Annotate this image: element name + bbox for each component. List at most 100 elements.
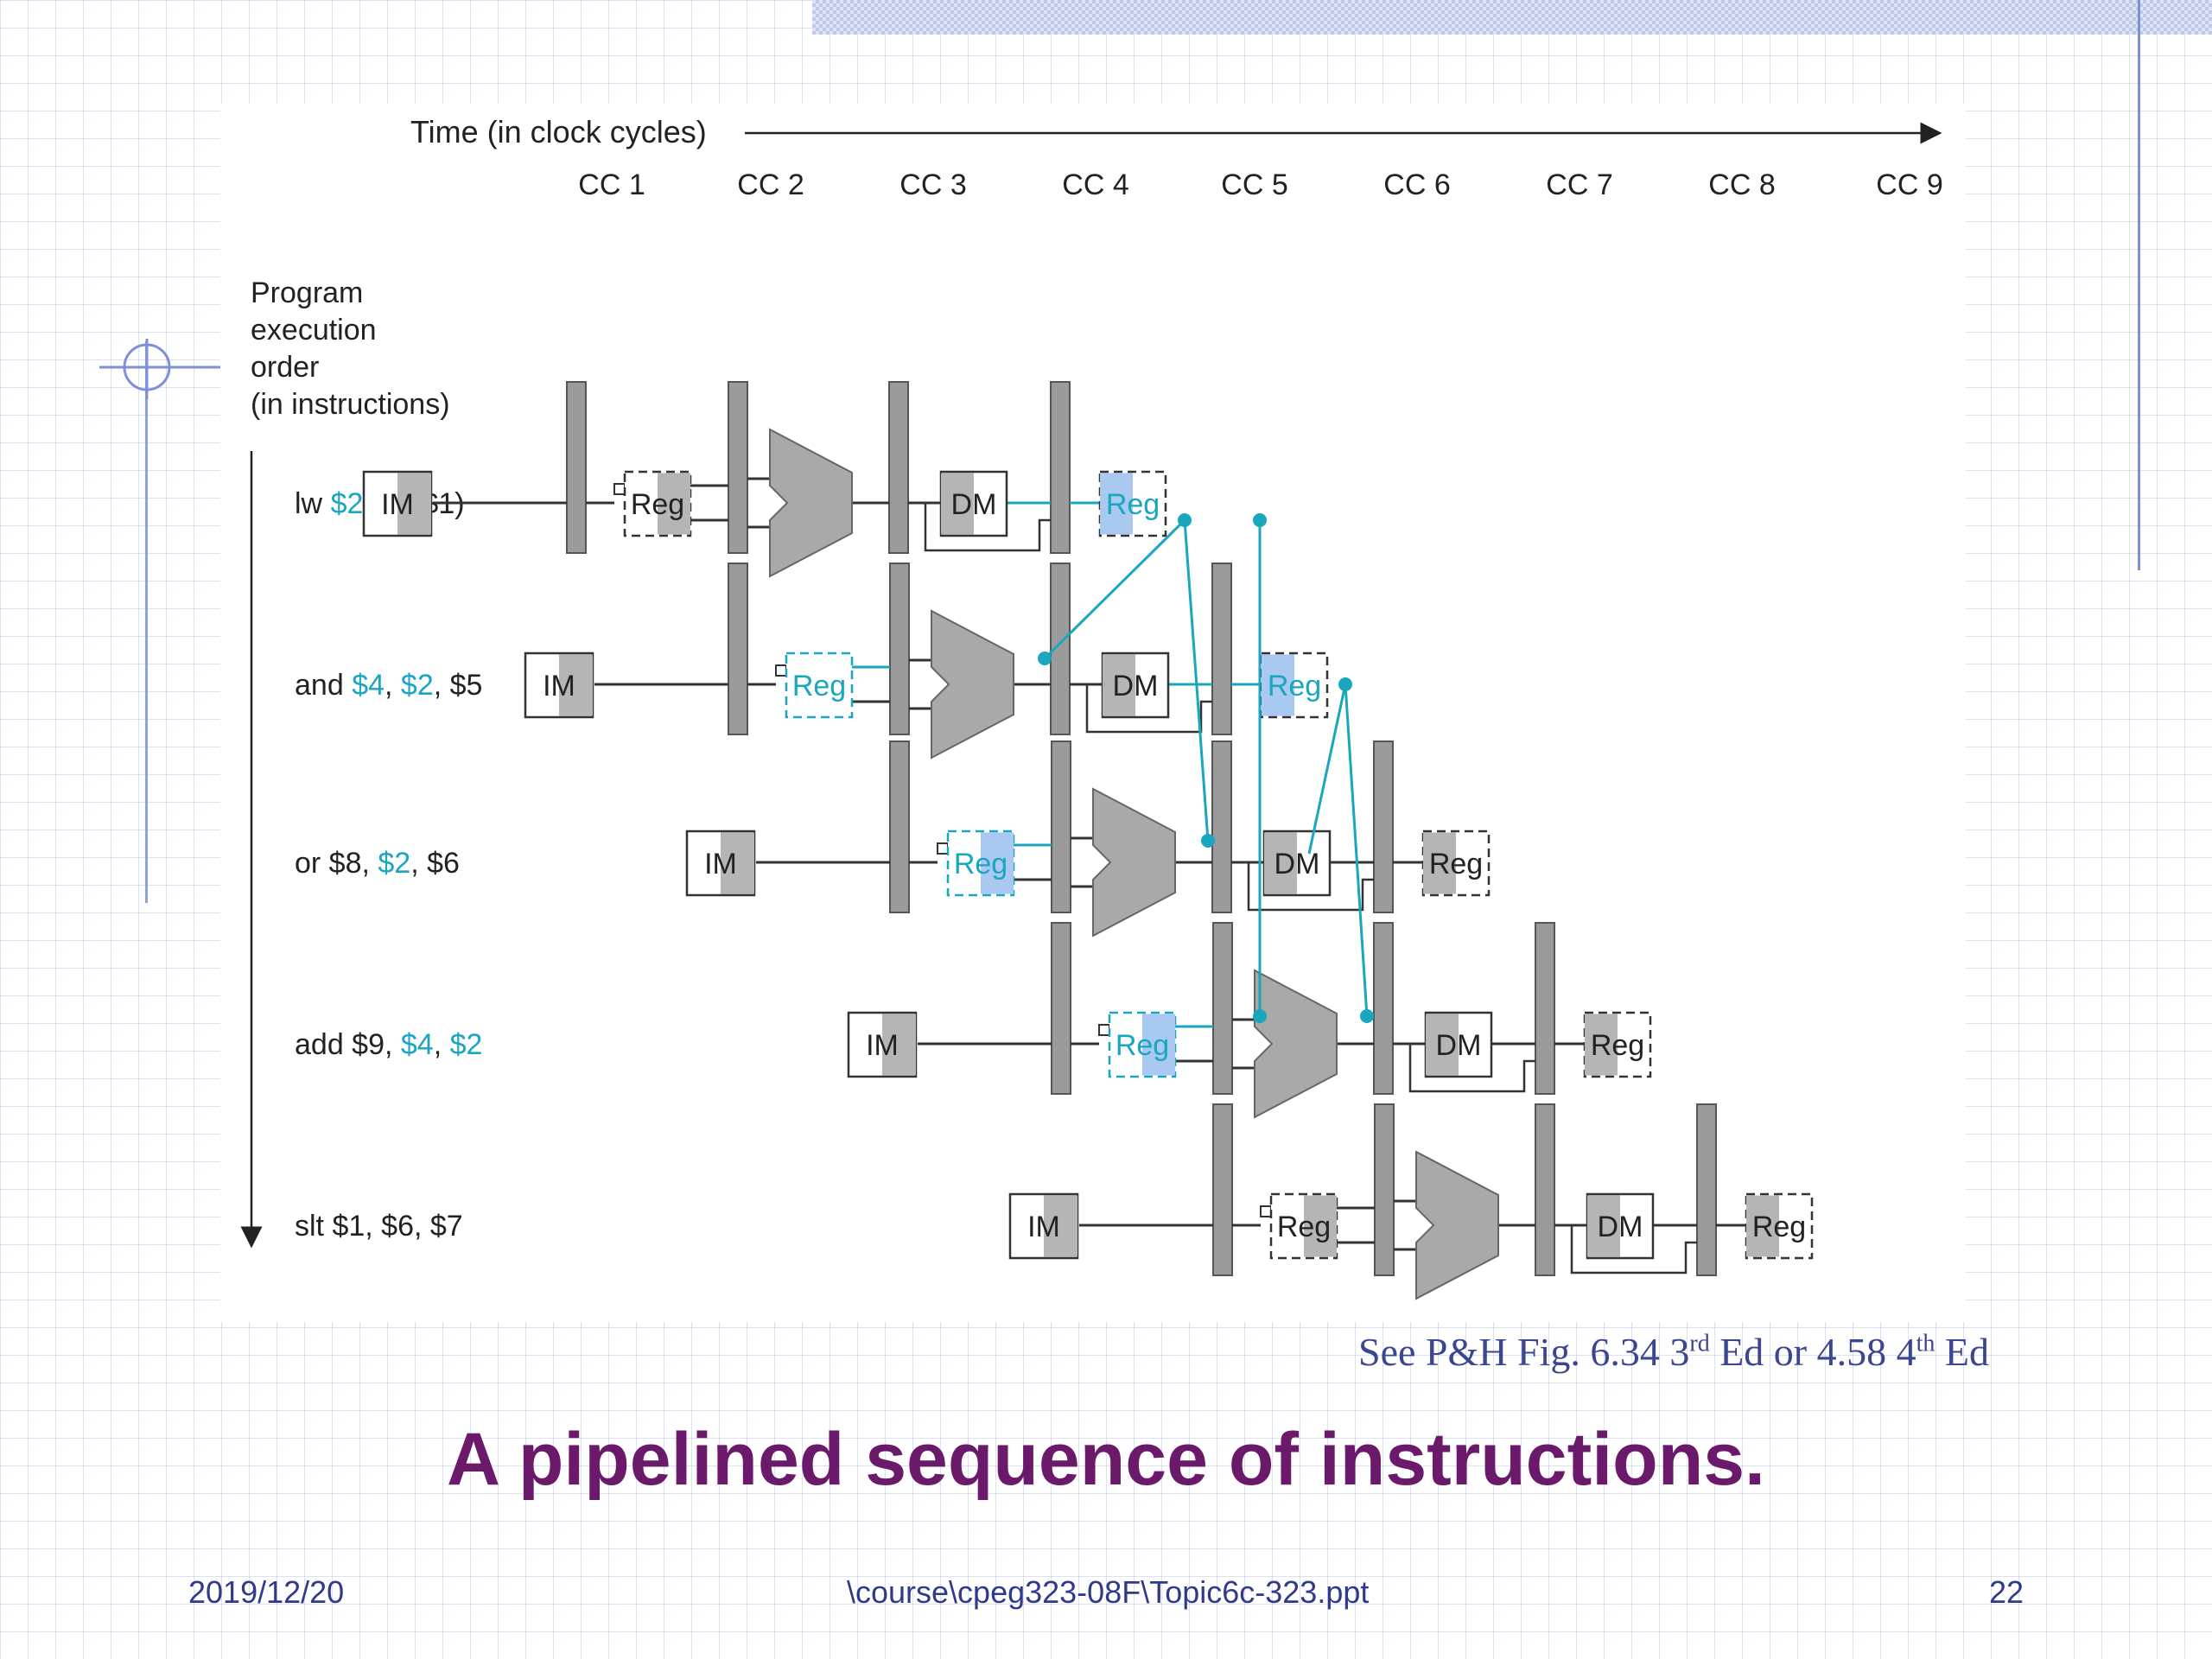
- im-unit-label: IM: [866, 1029, 899, 1062]
- reg-write-unit-shade: [1585, 1014, 1618, 1076]
- im-unit-shade: [1044, 1195, 1077, 1257]
- reg-write-unit-label: Reg: [1429, 848, 1483, 880]
- pipeline-register: [889, 563, 910, 735]
- pipeline-register: [1211, 741, 1232, 913]
- dm-unit-label: DM: [1274, 848, 1320, 880]
- reg-write-port: [1260, 1205, 1272, 1217]
- reg-write-unit-shade: [1262, 654, 1294, 716]
- instruction-token: , $6: [410, 847, 460, 880]
- figure-caption: See P&H Fig. 6.34 3rd Ed or 4.58 4th Ed: [1358, 1329, 1989, 1375]
- clock-cycle-label: CC 9: [1876, 168, 1942, 201]
- caption-sup-rd: rd: [1689, 1330, 1710, 1357]
- clock-cycle-label: CC 2: [737, 168, 804, 201]
- reg-read-unit: Reg: [1269, 1192, 1338, 1260]
- slide-title: A pipelined sequence of instructions.: [447, 1418, 1765, 1501]
- forwarding-node: [1178, 513, 1192, 527]
- reg-read-unit: Reg: [785, 652, 854, 719]
- reg-write-port: [775, 664, 787, 677]
- clock-cycle-label: CC 8: [1708, 168, 1775, 201]
- pipeline-register: [1535, 1103, 1555, 1276]
- clock-cycle-label: CC 7: [1546, 168, 1612, 201]
- reg-read-unit-shade: [981, 832, 1014, 894]
- program-order-label: order: [251, 351, 319, 384]
- forwarding-node: [1360, 1009, 1374, 1023]
- dm-unit-shade: [941, 473, 974, 535]
- im-unit-shade: [397, 473, 431, 535]
- forwarding-line: [1043, 518, 1186, 660]
- footer-file-path: \course\cpeg323-08F\Topic6c-323.ppt: [847, 1574, 1370, 1610]
- instruction-token: $2: [450, 1028, 483, 1061]
- dm-unit: DM: [1262, 830, 1332, 897]
- reg-write-unit: Reg: [1583, 1011, 1652, 1078]
- im-unit-shade: [559, 654, 593, 716]
- pipeline-register: [1051, 922, 1071, 1095]
- crosshair-icon: [99, 339, 229, 399]
- im-unit-label: IM: [1027, 1211, 1060, 1243]
- alu-unit: [1092, 787, 1176, 938]
- instruction-token: ,: [434, 1028, 450, 1061]
- instruction-token: $4: [401, 1028, 434, 1061]
- im-unit-label: IM: [543, 670, 575, 702]
- reg-write-unit-label: Reg: [1752, 1211, 1806, 1243]
- pipeline-register: [1373, 741, 1394, 913]
- pipeline-register: [566, 381, 587, 554]
- reg-read-unit-label: Reg: [1116, 1029, 1169, 1062]
- instruction-label: add $9, $4, $2: [295, 1028, 482, 1061]
- pipeline-register: [888, 381, 909, 554]
- footer-date: 2019/12/20: [188, 1574, 345, 1610]
- top-decor-band: [812, 0, 2212, 35]
- im-unit: IM: [685, 830, 756, 897]
- reg-write-port: [1098, 1024, 1110, 1036]
- dm-unit-shade: [1103, 654, 1135, 716]
- forwarding-node: [1253, 513, 1267, 527]
- reg-write-port: [613, 483, 626, 495]
- im-unit-shade: [721, 832, 754, 894]
- clock-cycle-label: CC 4: [1062, 168, 1128, 201]
- reg-read-unit-shade: [1304, 1195, 1337, 1257]
- bypass-wire: [924, 503, 1051, 552]
- pipeline-register: [1050, 381, 1071, 554]
- pipeline-register: [1211, 563, 1232, 735]
- reg-read-unit-shade: [658, 473, 690, 535]
- program-order-label: execution: [251, 314, 377, 346]
- caption-text-pre: See P&H Fig. 6.34 3: [1358, 1330, 1690, 1374]
- dm-unit-label: DM: [1598, 1211, 1643, 1243]
- forwarding-node: [1253, 1009, 1267, 1023]
- forwarding-line: [1307, 683, 1347, 855]
- reg-read-unit: Reg: [1108, 1011, 1177, 1078]
- reg-read-unit-label: Reg: [1277, 1211, 1331, 1243]
- im-unit: IM: [847, 1011, 918, 1078]
- instruction-token: $2: [378, 847, 410, 880]
- pipeline-register: [1373, 922, 1394, 1095]
- reg-write-unit-shade: [1100, 473, 1133, 535]
- pipeline-register: [1696, 1103, 1717, 1276]
- pipeline-register: [1374, 1103, 1395, 1276]
- instruction-token: , $5: [434, 669, 483, 702]
- instruction-token: ,: [385, 669, 401, 702]
- reg-write-unit: Reg: [1745, 1192, 1814, 1260]
- reg-write-port: [937, 842, 949, 855]
- forwarding-node: [1338, 677, 1352, 691]
- reg-read-unit-label: Reg: [954, 848, 1007, 880]
- alu-unit: [1415, 1150, 1499, 1300]
- forwarding-line: [1183, 519, 1210, 842]
- instruction-token: and: [295, 669, 352, 702]
- reg-write-unit-shade: [1423, 832, 1456, 894]
- bypass-wire: [1570, 1225, 1697, 1274]
- im-unit-shade: [882, 1014, 916, 1076]
- program-order-label: Program: [251, 276, 363, 309]
- im-unit: IM: [362, 470, 433, 537]
- im-unit: IM: [524, 652, 594, 719]
- dm-unit-label: DM: [1436, 1029, 1482, 1062]
- dm-unit: DM: [939, 470, 1008, 537]
- clock-cycle-label: CC 1: [578, 168, 645, 201]
- dm-unit-shade: [1426, 1014, 1459, 1076]
- pipeline-register: [1050, 563, 1071, 735]
- clock-cycle-label: CC 5: [1221, 168, 1287, 201]
- reg-write-unit-shade: [1746, 1195, 1779, 1257]
- clock-cycle-label: CC 3: [899, 168, 966, 201]
- instruction-token: $4: [352, 669, 385, 702]
- instruction-label: or $8, $2, $6: [295, 847, 460, 880]
- forwarding-node: [1201, 834, 1215, 848]
- dm-unit-label: DM: [1113, 670, 1159, 702]
